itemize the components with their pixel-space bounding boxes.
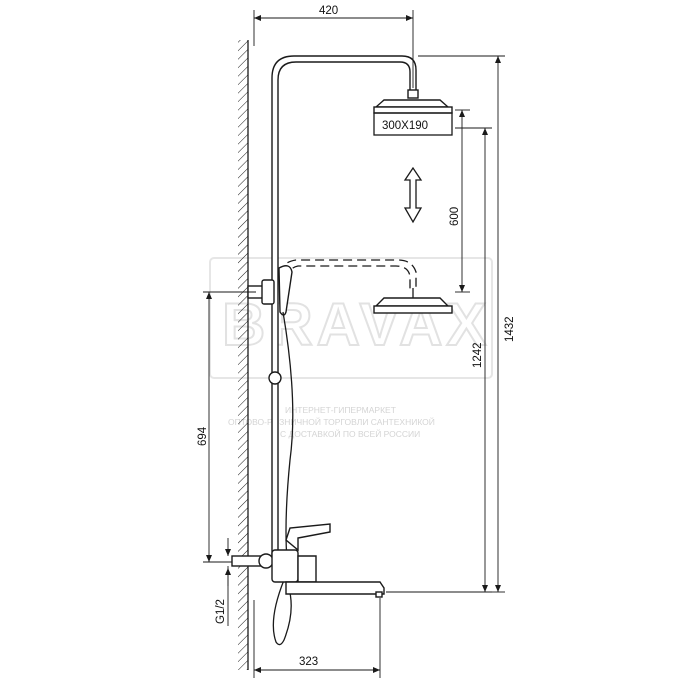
dimension-top-width: 420 xyxy=(253,5,414,88)
mixer-cartridge xyxy=(297,555,317,583)
mixer-lever xyxy=(285,523,331,552)
lower-arm-inner xyxy=(285,265,411,290)
riser-slider-knob xyxy=(268,371,282,385)
adjust-arrow-shape xyxy=(403,166,423,224)
spout-tip xyxy=(375,591,383,598)
spout xyxy=(285,581,385,595)
overhead-shower-head: 300X190 xyxy=(373,89,453,136)
head-body xyxy=(374,99,450,108)
dimension-total-height: 1432 xyxy=(418,55,516,593)
lower-head-plate xyxy=(373,305,453,314)
dimension-spout-reach: 323 xyxy=(253,598,381,678)
wall xyxy=(238,40,249,670)
hand-shower-body xyxy=(278,265,293,316)
mixer xyxy=(231,523,385,598)
inlet-pipe xyxy=(231,555,263,567)
head-size-label: 300X190 xyxy=(382,120,428,132)
dimension-thread: G1/2 xyxy=(215,538,231,626)
hose-lower xyxy=(272,579,292,646)
dimension-top-width-label: 420 xyxy=(319,5,338,17)
dimension-inlet-height-label: 1242 xyxy=(472,342,484,368)
height-adjust-arrow xyxy=(403,166,423,224)
watermark-line-3: С ДОСТАВКОЙ ПО ВСЕЙ РОССИИ xyxy=(280,428,420,439)
dimension-bar-span-label: 694 xyxy=(197,426,209,446)
watermark: BRAVAX ИНТЕРНЕТ-ГИПЕРМАРКЕТ ОПТОВО-РОЗНИ… xyxy=(209,257,493,439)
head-neck xyxy=(407,89,419,99)
hose xyxy=(282,311,294,561)
dimension-height-adjust: 600 xyxy=(449,109,470,293)
dimension-total-height-label: 1432 xyxy=(504,316,516,342)
dimension-thread-label: G1/2 xyxy=(215,599,227,624)
hand-shower xyxy=(272,265,294,646)
dimension-inlet-height: 1242 xyxy=(386,127,492,593)
wall-hatching xyxy=(238,40,248,670)
lower-arm xyxy=(279,259,417,290)
watermark-line-2: ОПТОВО-РОЗНИЧНОЙ ТОРГОВЛИ САНТЕХНИКОЙ xyxy=(228,416,435,427)
watermark-line-1: ИНТЕРНЕТ-ГИПЕРМАРКЕТ xyxy=(285,405,396,415)
dimension-bar-span: 694 xyxy=(197,291,256,563)
dimension-spout-reach-label: 323 xyxy=(299,656,318,668)
dimension-height-adjust-label: 600 xyxy=(449,207,461,226)
mixer-body xyxy=(271,549,299,583)
head-size-box xyxy=(373,112,453,136)
head-plate xyxy=(373,106,453,114)
inlet-nut xyxy=(258,553,274,569)
lower-head-body xyxy=(374,297,450,307)
riser-clamp xyxy=(261,279,275,305)
